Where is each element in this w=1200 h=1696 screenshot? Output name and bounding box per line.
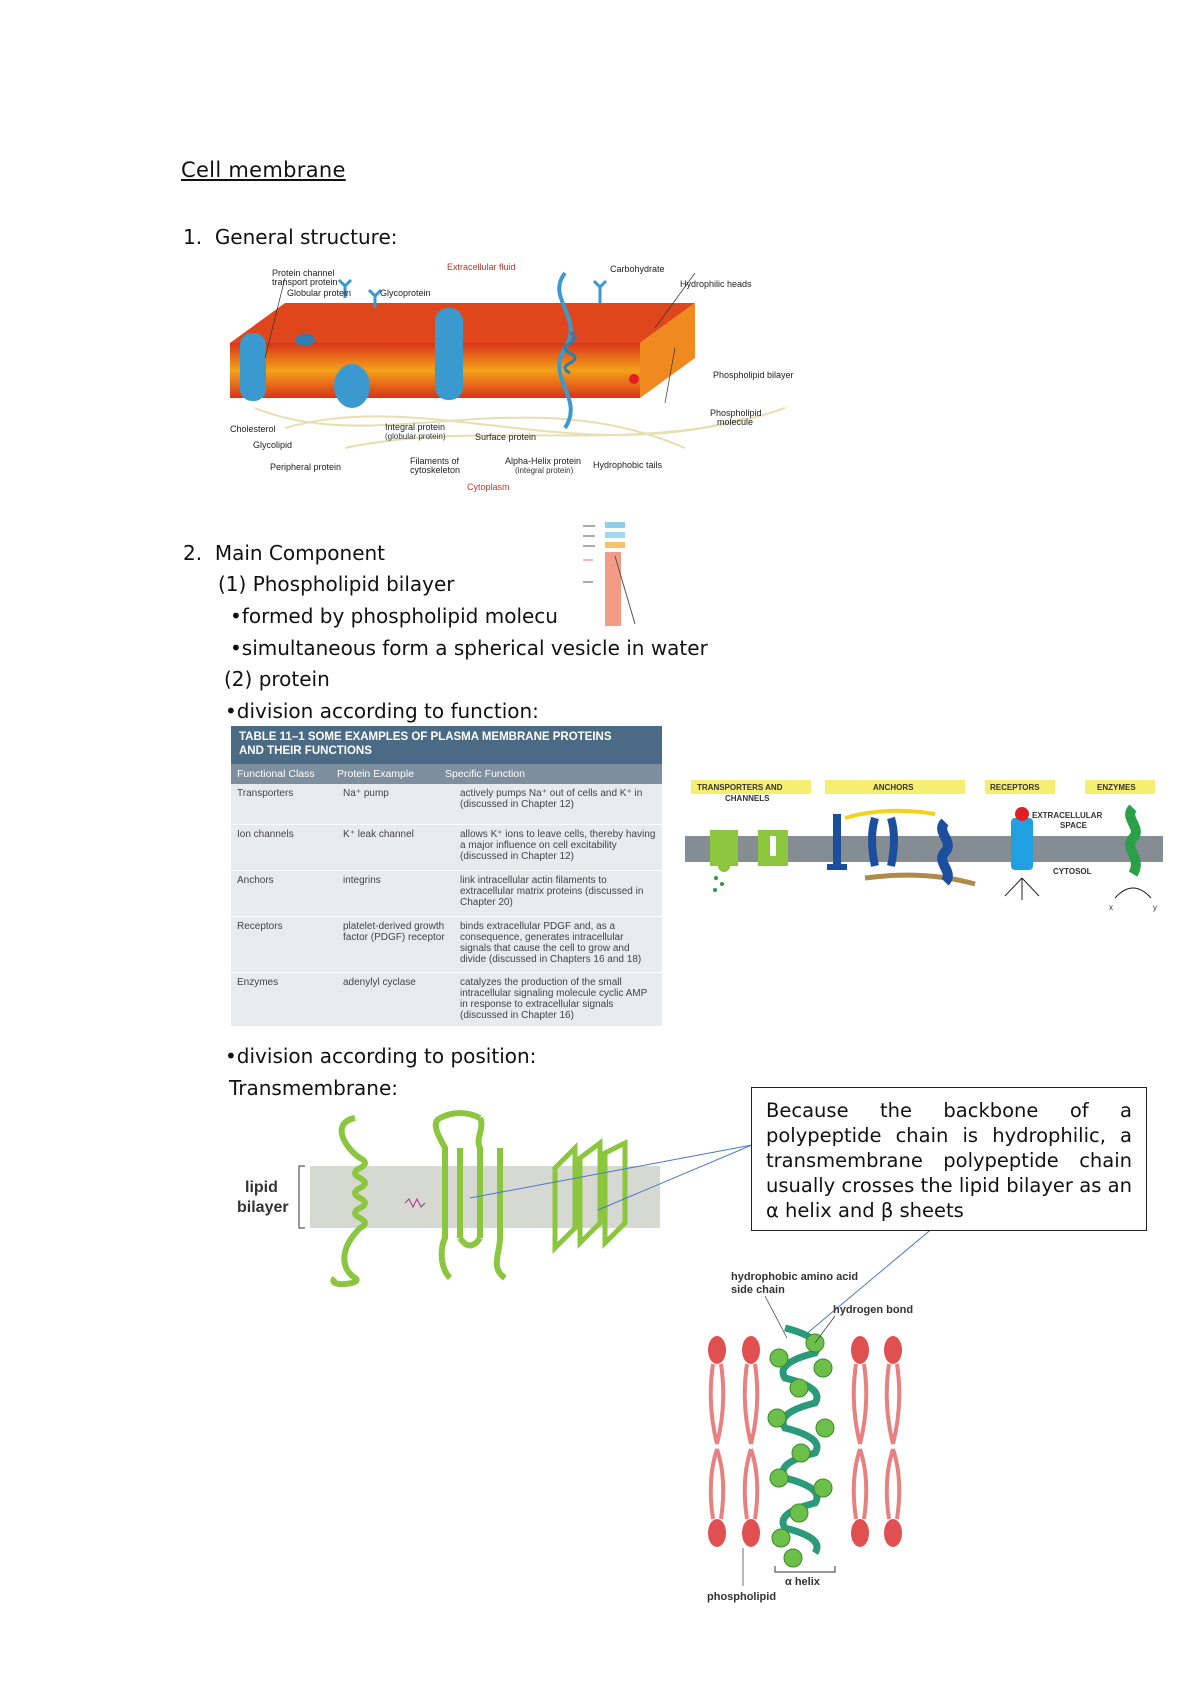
label-globular-protein: Globular protein <box>287 288 351 298</box>
section-title: Main Component <box>214 541 386 565</box>
bullet-position: •division according to position: <box>225 1044 537 1068</box>
transmembrane-heading: Transmembrane: <box>229 1076 399 1100</box>
label-y: y <box>1153 903 1157 912</box>
label-glycolipid: Glycolipid <box>253 440 292 450</box>
membrane-proteins-table: TABLE 11–1 SOME EXAMPLES OF PLASMA MEMBR… <box>231 726 662 1027</box>
table-cell: Na⁺ pump <box>337 784 454 825</box>
table-cell: binds extracellular PDGF and, as a conse… <box>454 916 662 973</box>
transmembrane-figure: lipid bilayer <box>235 1108 665 1294</box>
label-protein-channel: Protein channel <box>272 268 335 278</box>
page-title: Cell membrane <box>181 158 346 182</box>
label-peripheral-protein: Peripheral protein <box>270 462 341 472</box>
column-header: Functional Class <box>237 768 315 780</box>
table-cell: integrins <box>337 870 454 917</box>
label-integral-protein-2: (integral protein) <box>515 466 574 475</box>
label-cytoplasm: Cytoplasm <box>467 482 510 492</box>
label-extracellular-space: EXTRACELLULAR <box>1032 811 1102 820</box>
label-surface-protein: Surface protein <box>475 432 536 442</box>
label-integral-protein: Integral protein <box>385 422 445 432</box>
membrane-structure-figure: Protein channel transport protein Globul… <box>225 258 825 498</box>
label-hydrophilic-heads: Hydrophilic heads <box>680 279 752 289</box>
table-title-line-2: AND THEIR FUNCTIONS <box>239 745 372 757</box>
table-cell: Receptors <box>231 916 337 973</box>
label-x: x <box>1109 903 1113 912</box>
table-cell: Enzymes <box>231 972 337 1027</box>
table-title-line-1: TABLE 11–1 SOME EXAMPLES OF PLASMA MEMBR… <box>239 731 612 743</box>
label-cytosol: CYTOSOL <box>1053 867 1092 876</box>
section-title: General structure: <box>214 225 398 249</box>
label-glycoprotein: Glycoprotein <box>380 288 431 298</box>
label-cytoskeleton: cytoskeleton <box>410 465 460 475</box>
table-cell: Anchors <box>231 870 337 917</box>
label-carbohydrate: Carbohydrate <box>610 264 665 274</box>
bullet-function: •division according to function: <box>225 699 539 723</box>
table-cell: catalyzes the production of the small in… <box>454 972 662 1027</box>
section-1-heading: 1. General structure: <box>183 223 398 251</box>
label-alpha-helix-protein: Alpha-Helix protein <box>505 456 581 466</box>
column-header: Protein Example <box>337 768 415 780</box>
transmembrane-note: Because the backbone of a polypeptide ch… <box>751 1087 1147 1231</box>
table-cell: Transporters <box>231 784 337 825</box>
label-extracellular-fluid: Extracellular fluid <box>447 262 516 272</box>
table-cell: K⁺ leak channel <box>337 824 454 871</box>
table-cell: allows K⁺ ions to leave cells, thereby h… <box>454 824 662 871</box>
label-hydrophobic-tails: Hydrophobic tails <box>593 460 663 470</box>
label-hydrophobic-side-chain-1: hydrophobic amino acid <box>731 1271 858 1283</box>
table-cell: Ion channels <box>231 824 337 871</box>
label-receptors: RECEPTORS <box>990 783 1040 792</box>
label-phospholipid-molecule: Phospholipid <box>710 408 762 418</box>
label-hydrophobic-side-chain-2: side chain <box>731 1284 785 1296</box>
bullet-formed-by: •formed by phospholipid molecu <box>230 604 558 628</box>
alpha-helix-figure: hydrophobic amino acid side chain hydrog… <box>695 1268 935 1603</box>
label-alpha-helix: α helix <box>785 1576 821 1588</box>
protein-function-figure: TRANSPORTERS AND CHANNELS ANCHORS RECEPT… <box>685 778 1165 928</box>
label-enzymes: ENZYMES <box>1097 783 1136 792</box>
table-header-row: Functional Class Protein Example Specifi… <box>231 764 662 784</box>
label-phospholipid-bilayer: Phospholipid bilayer <box>713 370 794 380</box>
label-bilayer: bilayer <box>237 1199 289 1216</box>
label-anchors: ANCHORS <box>873 783 914 792</box>
label-phospholipid: phospholipid <box>707 1591 776 1603</box>
table-title: TABLE 11–1 SOME EXAMPLES OF PLASMA MEMBR… <box>231 726 662 764</box>
table-cell: actively pumps Na⁺ out of cells and K⁺ i… <box>454 784 662 825</box>
label-cholesterol: Cholesterol <box>230 424 276 434</box>
table-cell: platelet-derived growth factor (PDGF) re… <box>337 916 454 973</box>
label-integral-protein-globular: (globular protein) <box>385 432 446 441</box>
section-2-heading: 2. Main Component <box>183 539 385 567</box>
phospholipid-molecule-figure <box>575 520 645 628</box>
bilayer-heading: (1) Phospholipid bilayer <box>218 572 455 596</box>
bullet-vesicle: •simultaneous form a spherical vesicle i… <box>230 636 708 660</box>
table-row: Transporters Na⁺ pump actively pumps Na⁺… <box>231 784 662 825</box>
table-row: Ion channels K⁺ leak channel allows K⁺ i… <box>231 824 662 871</box>
section-number: 2. <box>183 541 203 565</box>
table-cell: adenylyl cyclase <box>337 972 454 1027</box>
table-row: Enzymes adenylyl cyclase catalyzes the p… <box>231 972 662 1027</box>
label-filaments: Filaments of <box>410 456 460 466</box>
table-row: Anchors integrins link intracellular act… <box>231 870 662 917</box>
protein-heading: (2) protein <box>224 667 330 691</box>
table-row: Receptors platelet-derived growth factor… <box>231 916 662 973</box>
section-number: 1. <box>183 225 203 249</box>
label-transport-protein: transport protein <box>272 277 338 287</box>
label-hydrogen-bond: hydrogen bond <box>833 1304 913 1316</box>
column-header: Specific Function <box>445 768 525 780</box>
label-molecule: molecule <box>717 417 753 427</box>
label-space: SPACE <box>1060 821 1088 830</box>
table-cell: link intracellular actin filaments to ex… <box>454 870 662 917</box>
label-lipid: lipid <box>245 1179 278 1196</box>
label-transporters: TRANSPORTERS AND <box>697 783 783 792</box>
label-channels: CHANNELS <box>725 794 770 803</box>
